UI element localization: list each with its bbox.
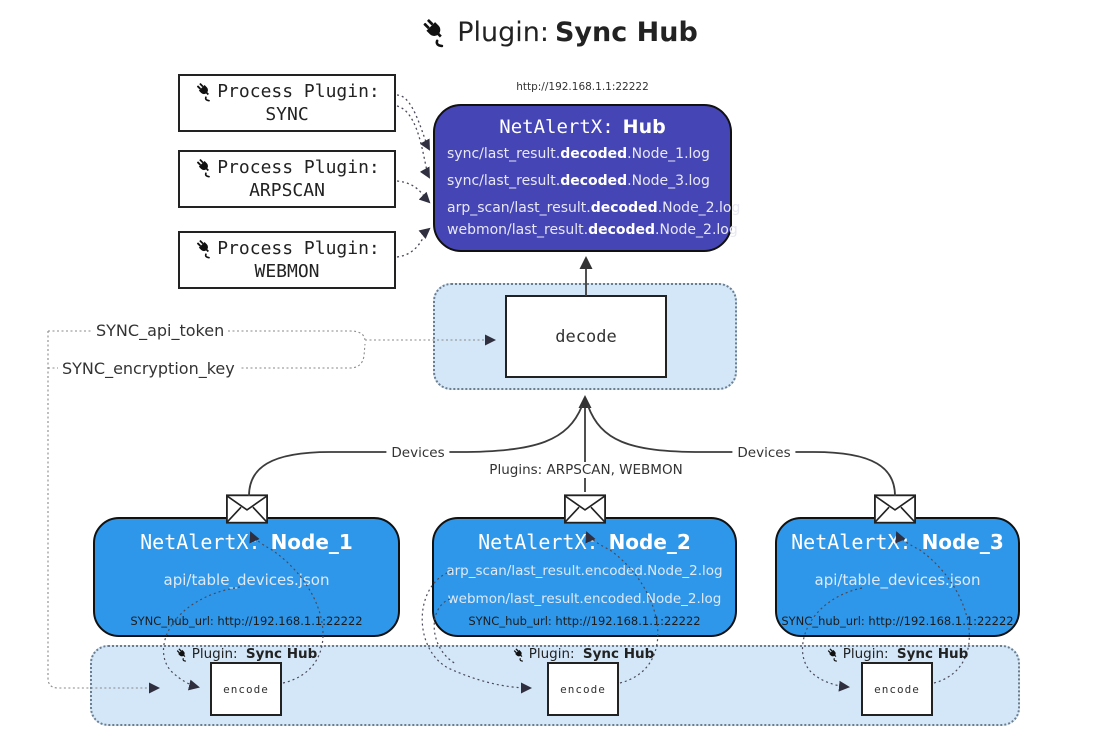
encode3-box: encode <box>861 662 933 716</box>
devices-right-label: Devices <box>732 445 796 461</box>
file-bold: decoded <box>588 222 656 238</box>
hub-file-line: sync/last_result.decoded.Node_1.log <box>447 146 732 164</box>
node-hub-url: SYNC_hub_url: http://192.168.1.1:22222 <box>130 614 363 628</box>
file-pre: arp_scan/last_result. <box>447 200 591 216</box>
encode1-plugin-label: Plugin: Sync Hub <box>175 646 318 662</box>
plugin-label-name: Sync Hub <box>896 646 969 662</box>
node2-title: NetAlertX: Node_2 <box>434 530 735 554</box>
node-file: api/table_devices.json <box>163 571 330 589</box>
node-hub-url: SYNC_hub_url: http://192.168.1.1:22222 <box>781 614 1014 628</box>
hub-box: NetAlertX: Hub sync/last_result.decoded.… <box>433 104 740 252</box>
node-title-prefix: NetAlertX: <box>478 530 599 554</box>
process-plugin-label: Process Plugin: <box>217 157 380 178</box>
plug-icon <box>194 157 215 178</box>
file-post: .Node_2.log <box>657 200 741 216</box>
hub-title: NetAlertX: Hub <box>435 116 730 138</box>
page-title: Plugin: Sync Hub <box>0 16 1117 48</box>
decode-box: decode <box>505 295 667 378</box>
hub-url-label: http://192.168.1.1:22222 <box>516 81 649 93</box>
process-plugin-sync-box: Process Plugin: SYNC <box>178 74 396 132</box>
process-plugin-name: SYNC <box>265 104 309 125</box>
hub-file-line: arp_scan/last_result.decoded.Node_2.log <box>447 200 740 218</box>
envelope-icon <box>874 494 916 524</box>
encode1-box: encode <box>210 662 282 716</box>
plugin-label-prefix: Plugin: <box>191 646 238 662</box>
encode2-box: encode <box>547 662 619 716</box>
node1-title: NetAlertX: Node_1 <box>95 530 398 554</box>
hub-file-line: webmon/last_result.decoded.Node_2.log <box>447 222 738 240</box>
node-file: webmon/last_result.encoded.Node_2.log <box>447 591 722 607</box>
node-title-name: Node_1 <box>270 530 353 554</box>
node1-box: NetAlertX: Node_1 api/table_devices.json… <box>93 517 400 637</box>
process-plugin-label: Process Plugin: <box>217 238 380 259</box>
plugin-to-hub-edges <box>396 94 431 258</box>
plugin-label-prefix: Plugin: <box>528 646 575 662</box>
sync-encryption-key-label: SYNC_encryption_key <box>58 359 239 378</box>
hub-title-prefix: NetAlertX: <box>499 116 614 138</box>
file-pre: webmon/last_result. <box>447 222 589 238</box>
envelope-icon <box>564 494 606 524</box>
process-plugin-label-row: Process Plugin: <box>194 238 380 259</box>
node-title-name: Node_3 <box>921 530 1004 554</box>
envelope-icon <box>226 494 268 524</box>
node3-box: NetAlertX: Node_3 api/table_devices.json… <box>775 517 1020 637</box>
file-bold: decoded <box>590 200 658 216</box>
process-plugin-webmon-box: Process Plugin: WEBMON <box>178 231 396 289</box>
node-file: api/table_devices.json <box>814 571 981 589</box>
plugin-label-name: Sync Hub <box>245 646 318 662</box>
node-title-prefix: NetAlertX: <box>140 530 261 554</box>
file-bold: decoded <box>560 146 628 162</box>
encode3-plugin-label: Plugin: Sync Hub <box>826 646 969 662</box>
node3-title: NetAlertX: Node_3 <box>777 530 1018 554</box>
encode-label: encode <box>223 682 269 696</box>
encode2-plugin-label: Plugin: Sync Hub <box>512 646 655 662</box>
process-plugin-name: WEBMON <box>254 261 320 282</box>
page-title-name: Sync Hub <box>554 16 698 48</box>
hub-file-line: sync/last_result.decoded.Node_3.log <box>447 173 732 191</box>
process-plugin-name: ARPSCAN <box>249 180 325 201</box>
process-plugin-label-row: Process Plugin: <box>194 81 380 102</box>
plug-icon <box>419 16 451 48</box>
file-post: .Node_3.log <box>627 173 710 189</box>
plugin-label-name: Sync Hub <box>582 646 655 662</box>
file-pre: sync/last_result. <box>447 173 561 189</box>
devices-left-label: Devices <box>386 445 450 461</box>
plug-icon <box>512 647 527 662</box>
plug-icon <box>826 647 841 662</box>
page-title-prefix: Plugin: <box>457 16 549 48</box>
plug-icon <box>194 238 215 259</box>
encode-label: encode <box>560 682 606 696</box>
plug-icon <box>175 647 190 662</box>
file-post: .Node_2.log <box>655 222 738 238</box>
plugins-mid-label: Plugins: ARPSCAN, WEBMON <box>484 462 688 478</box>
node2-box: NetAlertX: Node_2 arp_scan/last_result.e… <box>432 517 737 637</box>
plug-icon <box>194 81 215 102</box>
node-file: arp_scan/last_result.encoded.Node_2.log <box>446 563 723 579</box>
process-plugin-label: Process Plugin: <box>217 81 380 102</box>
decode-label: decode <box>555 326 617 347</box>
node-title-prefix: NetAlertX: <box>791 530 912 554</box>
file-bold: decoded <box>560 173 628 189</box>
node-title-name: Node_2 <box>608 530 691 554</box>
sync-api-token-label: SYNC_api_token <box>92 321 229 340</box>
process-plugin-arpscan-box: Process Plugin: ARPSCAN <box>178 150 396 208</box>
hub-title-name: Hub <box>622 116 666 138</box>
file-pre: sync/last_result. <box>447 146 561 162</box>
process-plugin-label-row: Process Plugin: <box>194 157 380 178</box>
node-hub-url: SYNC_hub_url: http://192.168.1.1:22222 <box>468 614 701 628</box>
file-post: .Node_1.log <box>627 146 710 162</box>
plugin-label-prefix: Plugin: <box>842 646 889 662</box>
encode-label: encode <box>874 682 920 696</box>
